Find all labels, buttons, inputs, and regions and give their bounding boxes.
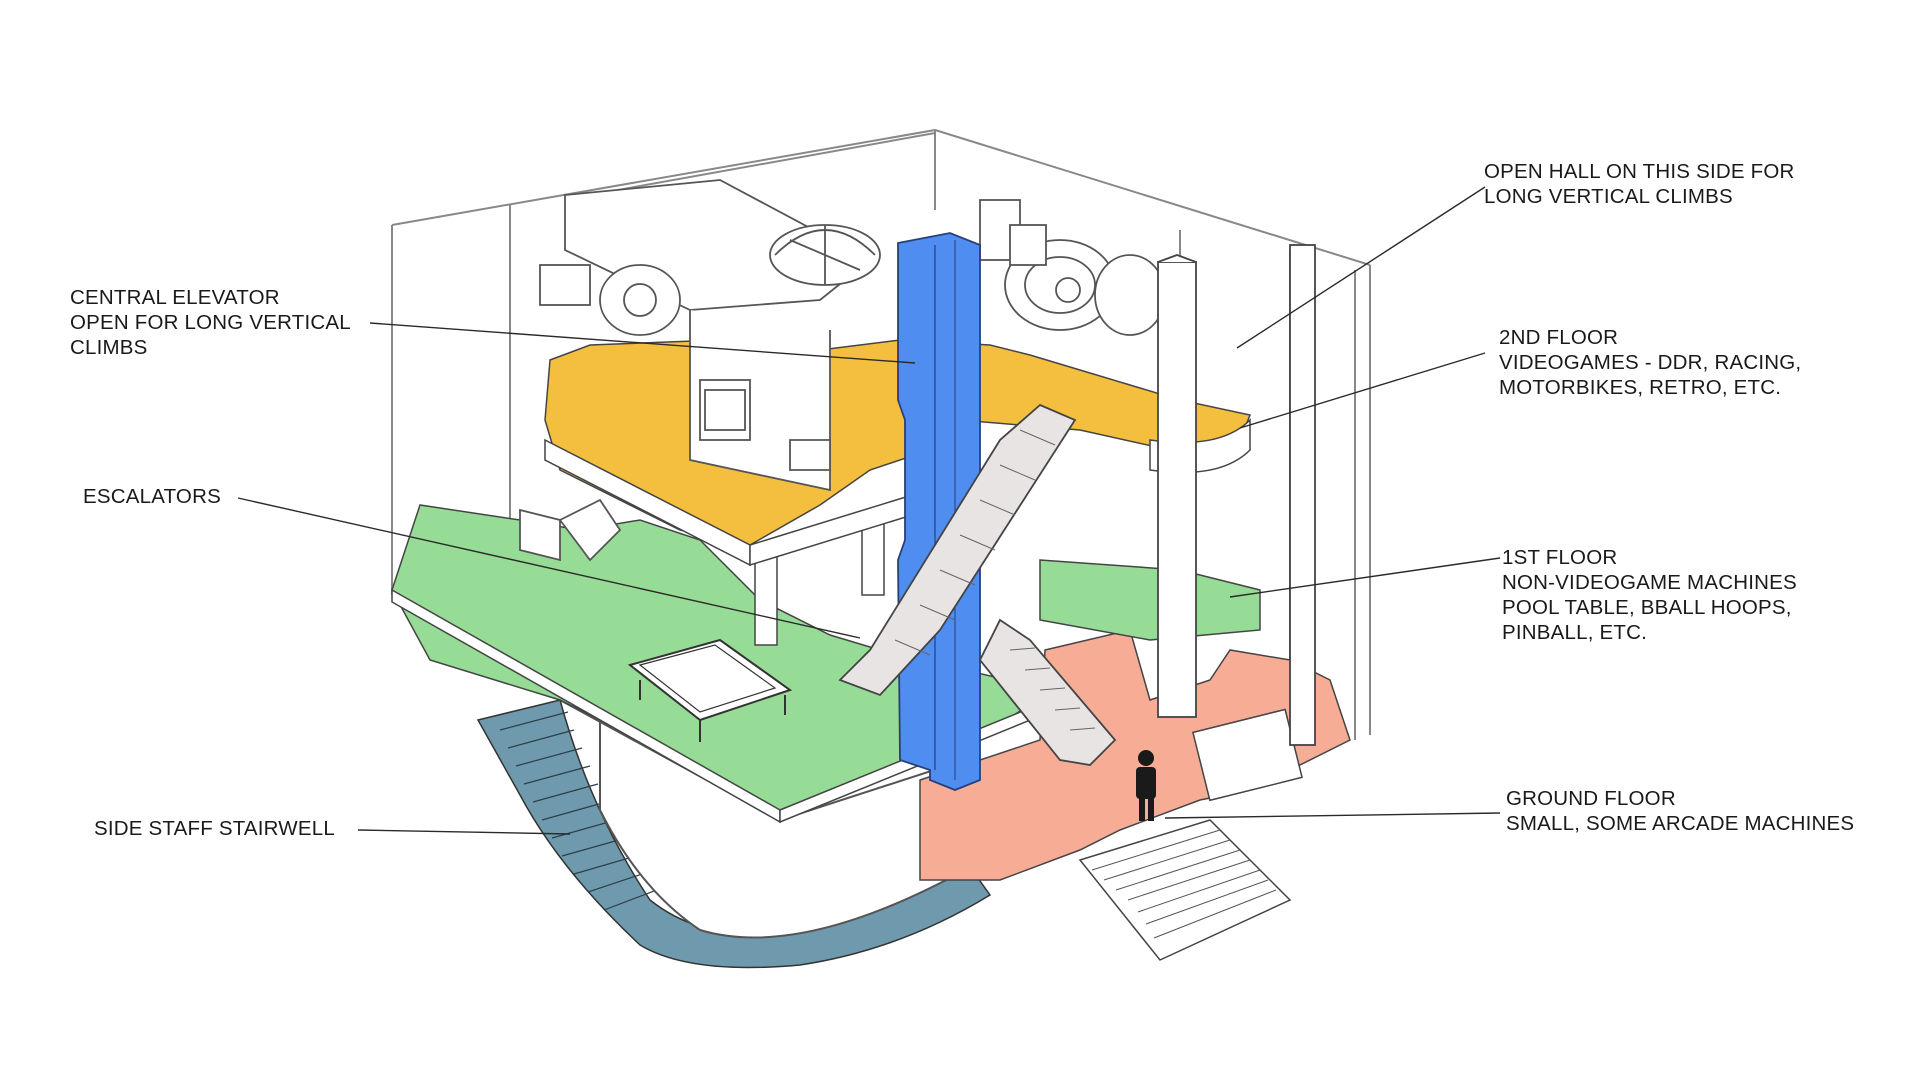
leader-lines bbox=[237, 186, 1501, 835]
escalator-upper bbox=[838, 403, 1077, 697]
label-first-floor: 1ST FLOOR NON-VIDEOGAME MACHINES POOL TA… bbox=[1502, 545, 1797, 645]
label-line: NON-VIDEOGAME MACHINES bbox=[1502, 571, 1797, 594]
leader-second-floor bbox=[1239, 352, 1486, 429]
label-line: CLIMBS bbox=[70, 336, 148, 359]
leader-ground-floor bbox=[1164, 812, 1501, 819]
ground-floor bbox=[919, 629, 1351, 961]
label-line: ESCALATORS bbox=[83, 485, 221, 508]
label-line: PINBALL, ETC. bbox=[1502, 621, 1648, 644]
label-line: 2ND FLOOR bbox=[1499, 326, 1619, 349]
leader-central-elevator bbox=[369, 322, 916, 364]
label-ground-floor: GROUND FLOOR SMALL, SOME ARCADE MACHINES bbox=[1506, 786, 1854, 836]
label-line: LONG VERTICAL CLIMBS bbox=[1484, 185, 1733, 208]
label-open-hall: OPEN HALL ON THIS SIDE FOR LONG VERTICAL… bbox=[1484, 159, 1795, 209]
label-line: POOL TABLE, BBALL HOOPS, bbox=[1502, 596, 1792, 619]
label-line: OPEN FOR LONG VERTICAL bbox=[70, 311, 351, 334]
lower-volume bbox=[559, 699, 966, 939]
first-floor bbox=[391, 504, 1261, 824]
person-figure bbox=[1136, 750, 1156, 821]
entrance-stairs bbox=[1078, 819, 1292, 961]
upper-machines bbox=[519, 179, 1166, 562]
label-line: 1ST FLOOR bbox=[1502, 546, 1618, 569]
label-line: MOTORBIKES, RETRO, ETC. bbox=[1499, 376, 1782, 399]
label-central-elevator: CENTRAL ELEVATOR OPEN FOR LONG VERTICAL … bbox=[70, 285, 351, 360]
pool-table bbox=[627, 638, 793, 742]
label-line: SMALL, SOME ARCADE MACHINES bbox=[1506, 812, 1855, 835]
label-escalators: ESCALATORS bbox=[83, 484, 221, 509]
label-side-staff-stairwell: SIDE STAFF STAIRWELL bbox=[94, 816, 335, 841]
label-line: OPEN HALL ON THIS SIDE FOR bbox=[1484, 160, 1795, 183]
leader-escalators bbox=[237, 497, 861, 639]
leader-side-staff-stairwell bbox=[357, 829, 571, 835]
escalators bbox=[838, 403, 1117, 766]
label-line: VIDEOGAMES - DDR, RACING, bbox=[1499, 351, 1802, 374]
leader-first-floor bbox=[1229, 557, 1501, 598]
label-second-floor: 2ND FLOOR VIDEOGAMES - DDR, RACING, MOTO… bbox=[1499, 325, 1801, 400]
label-line: GROUND FLOOR bbox=[1506, 787, 1676, 810]
label-line: CENTRAL ELEVATOR bbox=[70, 286, 280, 309]
label-line: SIDE STAFF STAIRWELL bbox=[94, 817, 335, 840]
leader-open-hall bbox=[1236, 186, 1486, 349]
right-column bbox=[1157, 244, 1316, 746]
